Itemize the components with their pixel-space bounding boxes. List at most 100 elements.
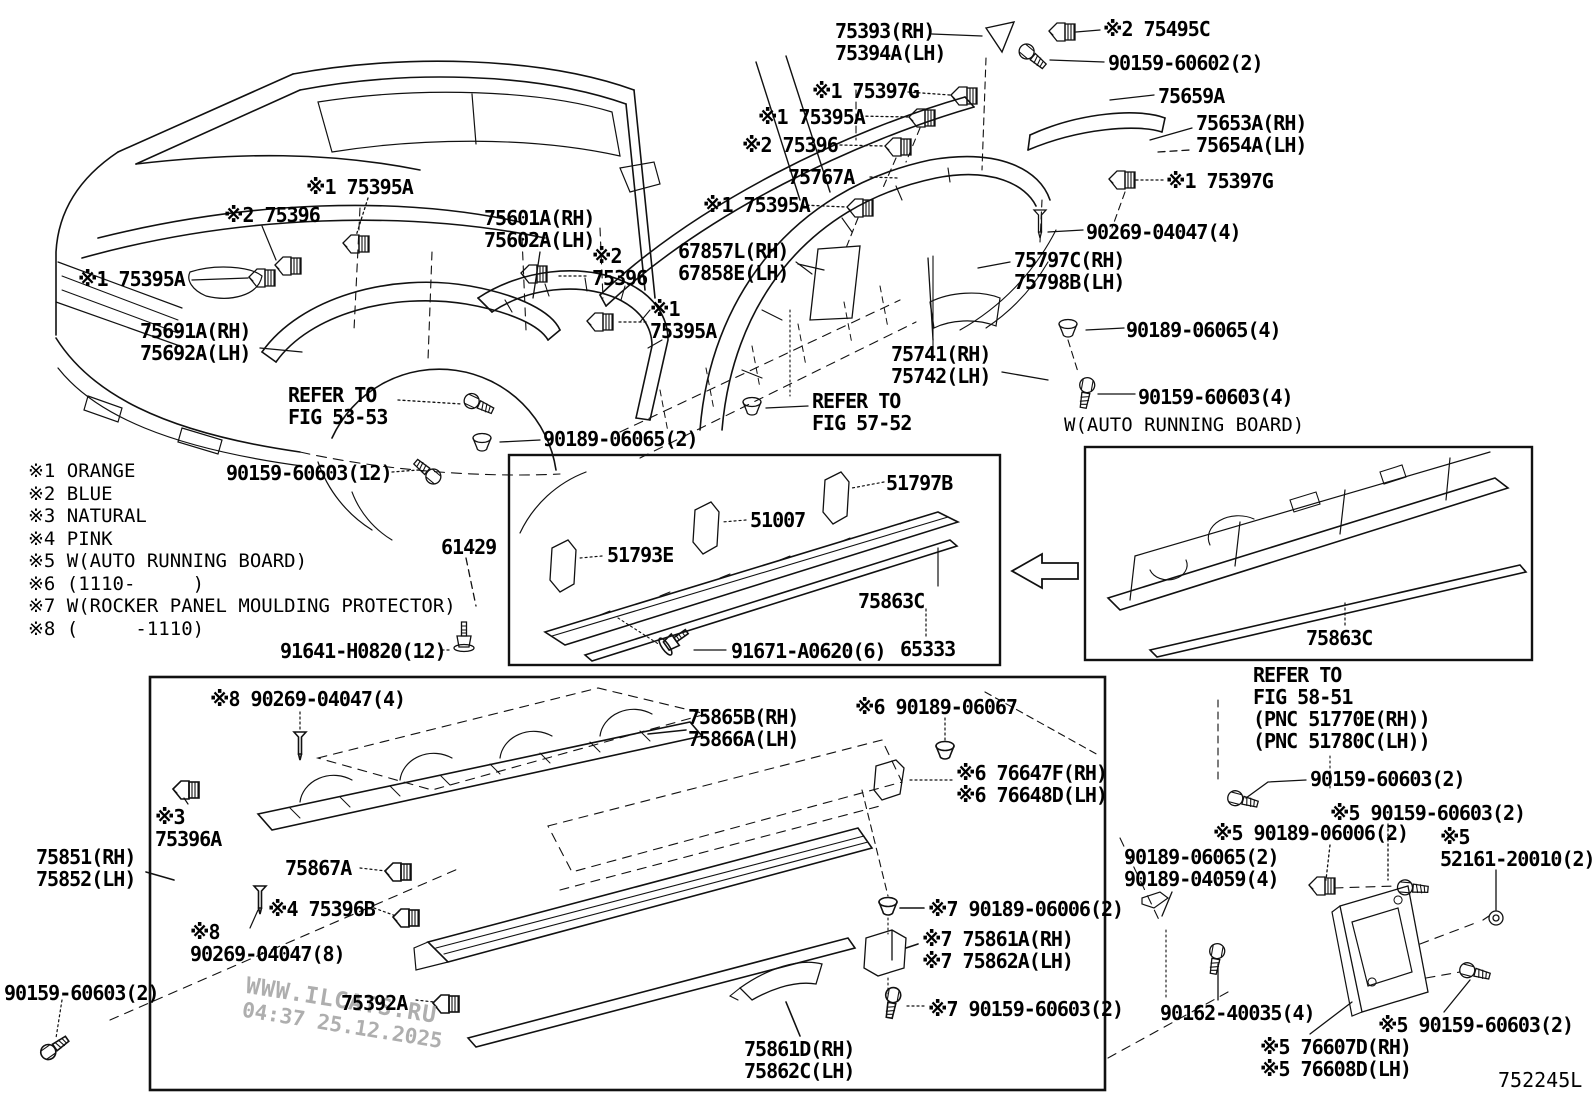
part-label-91641h082012: 91641-H0820(12) <box>280 640 447 662</box>
part-label-line: 51797B <box>886 471 953 495</box>
part-label-90269040474: 90269-04047(4) <box>1086 220 1242 244</box>
part-label-line: 90189-06065(4) <box>1126 318 1282 342</box>
part-label-line: ※5 76608D(LH) <box>1260 1057 1412 1081</box>
front-fender-flare-mouldings <box>261 270 669 421</box>
part-label-51007: 51007 <box>750 508 806 532</box>
part-label-line: W(AUTO RUNNING BOARD) <box>1064 414 1305 436</box>
part-label-line: ※7 90189-06006(2) <box>928 897 1124 921</box>
part-label-175395a: ※1 75395A <box>306 175 414 199</box>
part-label-line: ※1 75397G <box>1166 169 1274 193</box>
part-label-line: 75862C(LH) <box>744 1059 855 1083</box>
part-label-line: FIG 58-51 <box>1253 685 1353 709</box>
part-label-line: FIG 53-53 <box>288 405 388 429</box>
part-label-line: ※2 <box>592 244 622 268</box>
part-label-line: ※5 76607D(RH) <box>1260 1035 1412 1059</box>
part-label-line: 90189-06065(2) <box>1124 845 1280 869</box>
part-label-line: 75863C <box>858 589 925 613</box>
running-board-box <box>1083 445 1534 662</box>
part-label-175397g: ※1 75397G <box>812 80 920 102</box>
part-label-line: 75865B(RH) <box>688 705 799 729</box>
part-label-line: 75691A(RH) <box>140 319 251 343</box>
part-label-90162400354: 90162-40035(4) <box>1160 1001 1316 1025</box>
bottom-right-cluster <box>1107 699 1504 1059</box>
part-label-line: 75852(LH) <box>36 867 136 891</box>
part-label-line: 90189-04059(4) <box>1124 867 1280 891</box>
part-label-line: 75396 <box>592 266 648 290</box>
part-label-line: 90159-60603(2) <box>1310 767 1466 791</box>
part-label-line: ※5 90159-60603(2) <box>1378 1013 1574 1037</box>
part-label-line: 75742(LH) <box>891 364 991 388</box>
part-label-line: ※1 75395A <box>306 175 414 199</box>
bottom-left-fastener <box>37 867 461 1064</box>
part-label-75767a: 75767A <box>788 166 855 188</box>
part-label-51797b: 51797B <box>886 471 953 495</box>
part-label-75659a: 75659A <box>1158 85 1225 107</box>
part-label-75797crh: 75797C(RH)75798B(LH) <box>1014 248 1125 293</box>
part-label-line: ※2 75396 <box>742 133 839 157</box>
part-label-590189060062: ※5 90189-06006(2) <box>1213 822 1409 844</box>
part-label-line: ※1 <box>650 297 680 321</box>
legend-item: ※5 W(AUTO RUNNING BOARD) <box>28 550 308 572</box>
rocker-rail-box <box>507 453 1002 667</box>
part-label-590159606032: ※5 90159-60603(2) <box>1330 802 1526 824</box>
part-label-line: ※7 75861A(RH) <box>922 927 1074 951</box>
legend-item: ※6 (1110- ) <box>28 572 205 595</box>
part-label-line: ※3 <box>155 805 185 829</box>
part-label-676647frh: ※6 76647F(RH)※6 76648D(LH) <box>956 762 1108 807</box>
part-label-69018906067: ※6 90189-06067 <box>855 696 1018 718</box>
vehicle-front-outline <box>55 60 661 541</box>
part-label-790189060062: ※7 90189-06006(2) <box>928 897 1124 921</box>
part-label-901596060312: 90159-60603(12) <box>226 461 393 485</box>
part-label-line: ※6 76648D(LH) <box>956 783 1108 807</box>
part-label-line: 75867A <box>285 856 352 880</box>
part-label-line: 90162-40035(4) <box>1160 1001 1316 1025</box>
part-label-576607drh: ※5 76607D(RH)※5 76608D(LH) <box>1260 1035 1412 1081</box>
part-label-wautorunningboard: W(AUTO RUNNING BOARD) <box>1064 414 1304 436</box>
rocker-moulding-box <box>145 675 1107 1092</box>
part-label-line: 90159-60602(2) <box>1108 51 1264 75</box>
part-label-line: ※2 75495C <box>1103 17 1211 41</box>
part-label-475396b: ※4 75396B <box>268 898 376 920</box>
part-label-90189060654: 90189-06065(4) <box>1126 318 1282 342</box>
part-label-590159606032: ※5 90159-60603(2) <box>1378 1013 1574 1037</box>
part-label-90159606032: 90159-60603(2) <box>4 982 160 1004</box>
part-label-90189060652: 90189-06065(2)90189-04059(4) <box>1124 845 1280 891</box>
part-label-line: (PNC 51770E(RH)) <box>1253 707 1431 731</box>
part-label-175397g: ※1 75397G <box>1166 169 1274 193</box>
part-label-line: 65333 <box>900 637 956 661</box>
part-label-75863c: 75863C <box>858 589 925 613</box>
part-label-line: ※1 75395A <box>703 193 811 217</box>
part-label-890269040474: ※8 90269-04047(4) <box>210 687 406 711</box>
part-label-line: 91671-A0620(6) <box>731 639 887 663</box>
part-label-90189060652: 90189-06065(2) <box>543 428 699 450</box>
part-label-line: REFER TO <box>812 389 901 413</box>
part-label-line: ※7 75862A(LH) <box>922 949 1074 973</box>
part-label-line: FIG 57-52 <box>812 411 912 435</box>
part-label-line: 90159-60603(4) <box>1138 385 1294 409</box>
part-label-line: 90269-04047(4) <box>1086 220 1242 244</box>
part-label-line: 75866A(LH) <box>688 727 799 751</box>
part-label-line: 51007 <box>750 508 806 532</box>
part-label-line: 75654A(LH) <box>1196 133 1307 157</box>
part-label-line: 75797C(RH) <box>1014 248 1125 272</box>
part-label-175395a: ※1 75395A <box>758 105 866 129</box>
part-label-line: 52161-20010(2) <box>1440 847 1592 871</box>
part-label-line: ※1 75395A <box>758 105 866 129</box>
part-label-line: 90159-60603(12) <box>226 461 393 485</box>
part-label-91671a06206: 91671-A0620(6) <box>731 639 887 663</box>
part-label-line: ※8 90269-04047(4) <box>210 687 406 711</box>
legend-item: ※7 W(ROCKER PANEL MOULDING PROTECTOR) <box>28 595 456 617</box>
part-label-51793e: 51793E <box>607 544 674 566</box>
part-label-790159606032: ※7 90159-60603(2) <box>928 998 1124 1020</box>
part-label-line: 75393(RH) <box>835 19 935 43</box>
legend-item: ※3 NATURAL <box>28 505 147 527</box>
part-label-275495c: ※2 75495C <box>1103 17 1211 41</box>
part-label-line: 75863C <box>1306 626 1373 650</box>
part-label-90159606034: 90159-60603(4) <box>1138 385 1294 409</box>
part-label-line: 90269-04047(8) <box>190 942 346 966</box>
legend-item: ※2 BLUE <box>28 482 113 505</box>
part-label-75865brh: 75865B(RH)75866A(LH) <box>688 705 799 751</box>
part-label-line: 75851(RH) <box>36 845 136 869</box>
